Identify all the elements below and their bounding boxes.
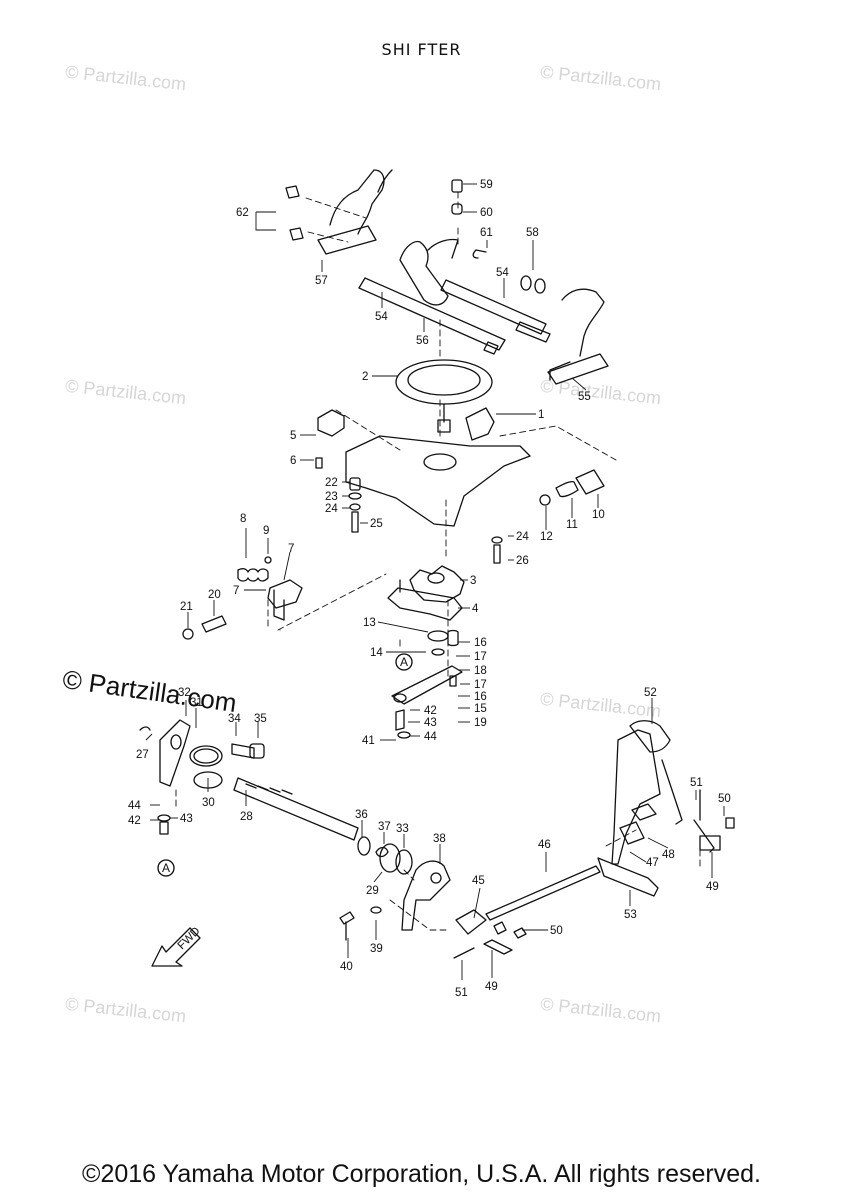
callout-3: 3 bbox=[470, 575, 476, 587]
callout-53: 53 bbox=[624, 909, 637, 921]
callout-47: 47 bbox=[646, 857, 659, 869]
callout-61: 61 bbox=[480, 227, 493, 239]
callout-40: 40 bbox=[340, 961, 353, 973]
callout-22: 22 bbox=[325, 477, 338, 489]
callout-8: 8 bbox=[240, 513, 246, 525]
callout-44: 44 bbox=[424, 731, 437, 743]
callout-17: 17 bbox=[474, 679, 487, 691]
callout-7: 7 bbox=[288, 543, 294, 555]
callout-42: 42 bbox=[424, 705, 437, 717]
callout-6: 6 bbox=[290, 455, 296, 467]
callout-58: 58 bbox=[526, 227, 539, 239]
callout-10: 10 bbox=[592, 509, 605, 521]
callout-37: 37 bbox=[378, 821, 391, 833]
callout-26: 26 bbox=[516, 555, 529, 567]
circle-ref-marker: A bbox=[157, 859, 175, 877]
callout-38: 38 bbox=[433, 833, 446, 845]
callout-2: 2 bbox=[362, 371, 368, 383]
callout-35: 35 bbox=[254, 713, 267, 725]
callout-50: 50 bbox=[718, 793, 731, 805]
copyright-notice: ©2016 Yamaha Motor Corporation, U.S.A. A… bbox=[82, 1160, 761, 1188]
callout-56: 56 bbox=[416, 335, 429, 347]
diagram-title: SHI FTER bbox=[381, 40, 462, 59]
callout-4: 4 bbox=[472, 603, 479, 615]
callout-9: 9 bbox=[263, 525, 269, 537]
callout-51: 51 bbox=[455, 987, 468, 999]
callout-31: 31 bbox=[190, 697, 203, 709]
callout-16: 16 bbox=[474, 637, 487, 649]
callout-36: 36 bbox=[355, 809, 368, 821]
callout-labels: 59 60 61 58 62 57 54 54 56 55 2 1 5 6 22… bbox=[128, 179, 731, 999]
callout-33: 33 bbox=[396, 823, 409, 835]
callout-48: 48 bbox=[662, 849, 675, 861]
callout-5: 5 bbox=[290, 430, 296, 442]
shift-drum-assembly bbox=[315, 359, 605, 564]
callout-17: 17 bbox=[474, 651, 487, 663]
callout-44: 44 bbox=[128, 800, 141, 812]
svg-text:A: A bbox=[162, 861, 170, 875]
callout-49: 49 bbox=[485, 981, 498, 993]
callout-25: 25 bbox=[370, 518, 383, 530]
callout-51: 51 bbox=[690, 777, 703, 789]
shift-fork-assembly bbox=[285, 169, 609, 385]
callout-34: 34 bbox=[228, 713, 241, 725]
stopper-lever-assembly bbox=[182, 556, 465, 739]
callout-62: 62 bbox=[236, 207, 249, 219]
callout-30: 30 bbox=[202, 797, 215, 809]
callout-24: 24 bbox=[516, 531, 529, 543]
callout-49: 49 bbox=[706, 881, 719, 893]
shift-shaft-assembly bbox=[139, 653, 413, 877]
callout-19: 19 bbox=[474, 717, 487, 729]
callout-18: 18 bbox=[474, 665, 487, 677]
callout-20: 20 bbox=[208, 589, 221, 601]
callout-27: 27 bbox=[136, 749, 149, 761]
callout-28: 28 bbox=[240, 811, 253, 823]
callout-54: 54 bbox=[375, 311, 388, 323]
callout-43: 43 bbox=[424, 717, 437, 729]
callout-29: 29 bbox=[366, 885, 379, 897]
callout-60: 60 bbox=[480, 207, 493, 219]
callout-23: 23 bbox=[325, 491, 338, 503]
callout-59: 59 bbox=[480, 179, 493, 191]
callout-46: 46 bbox=[538, 839, 551, 851]
callout-45: 45 bbox=[472, 875, 485, 887]
callout-21: 21 bbox=[180, 601, 193, 613]
circle-ref-marker: A bbox=[395, 653, 413, 671]
callout-43: 43 bbox=[180, 813, 193, 825]
callout-12: 12 bbox=[540, 531, 553, 543]
callout-41: 41 bbox=[362, 735, 375, 747]
callout-11: 11 bbox=[566, 519, 578, 531]
callout-42: 42 bbox=[128, 815, 141, 827]
callout-52: 52 bbox=[644, 687, 657, 699]
callout-7: 7 bbox=[233, 585, 239, 597]
callout-57: 57 bbox=[315, 275, 328, 287]
callout-1: 1 bbox=[538, 409, 544, 421]
callout-54: 54 bbox=[496, 267, 509, 279]
fwd-arrow-icon bbox=[151, 927, 201, 967]
callout-50: 50 bbox=[550, 925, 563, 937]
callout-16: 16 bbox=[474, 691, 487, 703]
callout-32: 32 bbox=[178, 687, 191, 699]
callout-13: 13 bbox=[363, 617, 376, 629]
callout-15: 15 bbox=[474, 703, 487, 715]
svg-text:A: A bbox=[400, 655, 408, 669]
callout-14: 14 bbox=[370, 647, 383, 659]
callout-39: 39 bbox=[370, 943, 383, 955]
callout-24: 24 bbox=[325, 503, 338, 515]
shift-pedal-linkage bbox=[339, 720, 735, 959]
callout-55: 55 bbox=[578, 391, 591, 403]
